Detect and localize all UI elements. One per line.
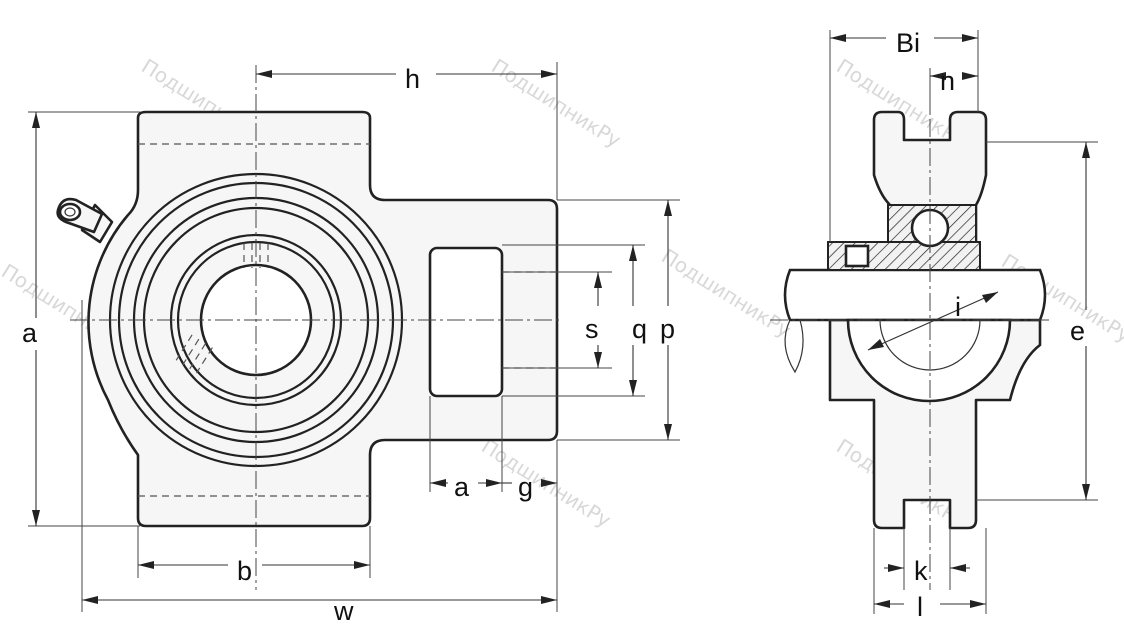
label-w: w <box>333 596 354 626</box>
side-dimensions <box>829 30 1098 614</box>
set-screw-top <box>243 243 269 268</box>
front-dimensions <box>28 62 680 612</box>
watermark: ПодшипникРу <box>487 54 625 153</box>
label-g: g <box>518 472 533 502</box>
labels: a h s q p a g b w Bi n i e k l <box>22 28 1085 626</box>
label-e: e <box>1070 316 1085 346</box>
label-h: h <box>405 64 420 94</box>
label-i: i <box>955 292 961 322</box>
slot <box>428 246 504 398</box>
grease-nipple <box>56 197 114 244</box>
shaft <box>783 268 1047 322</box>
set-screw-diagonal <box>175 334 213 374</box>
side-view <box>770 90 1050 590</box>
label-a-bottom: a <box>454 472 470 502</box>
label-q: q <box>632 314 647 344</box>
housing-outline <box>87 110 559 528</box>
label-s: s <box>585 314 599 344</box>
label-k: k <box>914 556 928 586</box>
label-a-left: a <box>22 318 38 348</box>
dimension-i-line <box>867 291 999 351</box>
label-Bi: Bi <box>896 28 920 58</box>
watermark: ПодшипникРу <box>657 244 795 343</box>
front-view <box>56 65 560 590</box>
collar-screw <box>844 244 870 268</box>
label-l: l <box>917 592 923 622</box>
label-p: p <box>660 314 675 344</box>
label-b: b <box>237 556 252 586</box>
label-n: n <box>940 66 955 96</box>
